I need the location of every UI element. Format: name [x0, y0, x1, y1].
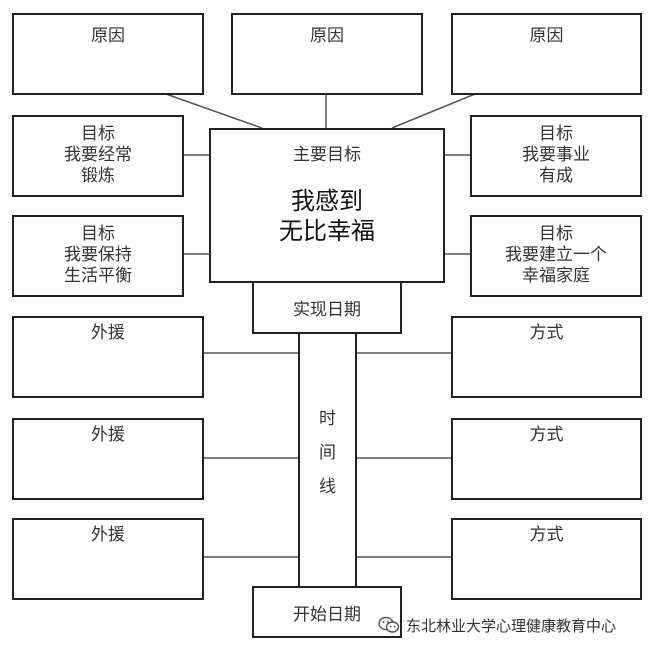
- reason-title: 原因: [91, 26, 125, 46]
- watermark: 东北林业大学心理健康教育中心: [378, 614, 616, 636]
- support-box-2: 外援: [12, 418, 204, 500]
- goal-line: 我要建立一个: [505, 245, 607, 265]
- timeline-bar: [298, 332, 357, 588]
- connector-reason-3: [391, 93, 476, 129]
- wechat-icon: [378, 616, 400, 633]
- support-title: 外援: [91, 525, 125, 545]
- goal-title: 目标: [539, 224, 573, 244]
- method-box-2: 方式: [451, 418, 642, 500]
- goal-line: 幸福家庭: [522, 266, 590, 286]
- connector-reason-1: [165, 93, 263, 129]
- goal-box-right-1: 目标 我要事业 有成: [470, 115, 642, 197]
- main-goal-line: 无比幸福: [279, 217, 375, 245]
- start-date-box: 开始日期: [252, 586, 402, 638]
- goal-line: 锻炼: [81, 166, 115, 186]
- reason-title: 原因: [310, 26, 344, 46]
- support-box-1: 外援: [12, 316, 204, 398]
- reason-box-2: 原因: [231, 13, 423, 95]
- goal-box-left-1: 目标 我要经常 锻炼: [12, 115, 184, 197]
- target-date-box: 实现日期: [252, 281, 402, 334]
- support-title: 外援: [91, 323, 125, 343]
- goal-line: 我要经常: [64, 145, 132, 165]
- support-box-3: 外援: [12, 518, 204, 600]
- start-date-label: 开始日期: [293, 604, 361, 625]
- target-date-label: 实现日期: [293, 300, 361, 320]
- goal-box-right-2: 目标 我要建立一个 幸福家庭: [470, 215, 642, 297]
- timeline-label: 时 间 线: [298, 402, 357, 504]
- method-box-3: 方式: [451, 518, 642, 600]
- method-box-1: 方式: [451, 316, 642, 398]
- support-title: 外援: [91, 425, 125, 445]
- goal-line: 我要事业: [522, 145, 590, 165]
- reason-box-1: 原因: [12, 13, 204, 95]
- main-goal-box: 主要目标 我感到 无比幸福: [209, 128, 445, 283]
- main-goal-line: 我感到: [291, 187, 363, 215]
- goal-line: 有成: [539, 166, 573, 186]
- goal-line: 生活平衡: [64, 266, 132, 286]
- method-title: 方式: [529, 323, 564, 343]
- reason-title: 原因: [529, 26, 564, 46]
- goal-title: 目标: [81, 224, 115, 244]
- goal-line: 我要保持: [64, 245, 132, 265]
- timeline-char: 线: [319, 477, 336, 497]
- method-title: 方式: [529, 425, 564, 445]
- method-title: 方式: [529, 525, 564, 545]
- timeline-char: 时: [319, 409, 336, 429]
- watermark-text: 东北林业大学心理健康教育中心: [406, 616, 617, 635]
- goal-title: 目标: [81, 124, 115, 144]
- goal-title: 目标: [539, 124, 573, 144]
- timeline-char: 间: [319, 443, 336, 463]
- goal-box-left-2: 目标 我要保持 生活平衡: [12, 215, 184, 297]
- reason-box-3: 原因: [451, 13, 642, 95]
- main-goal-title: 主要目标: [293, 145, 361, 165]
